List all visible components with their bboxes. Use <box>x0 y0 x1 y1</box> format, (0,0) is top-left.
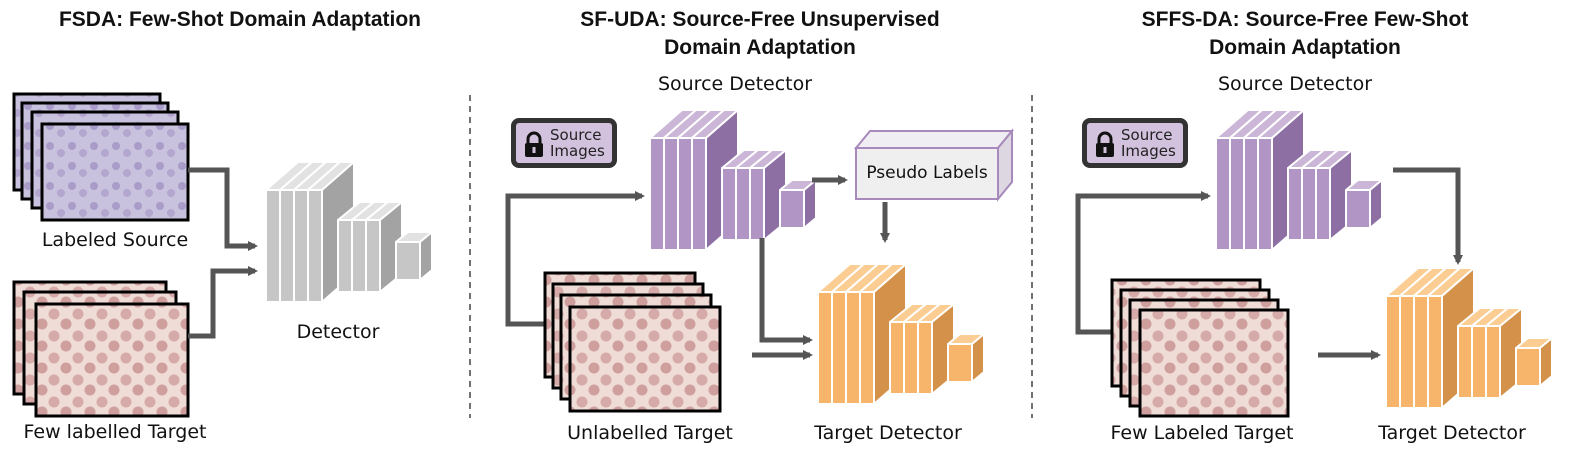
slab-front <box>1485 325 1501 399</box>
slab-front <box>649 137 665 251</box>
title-line: Domain Adaptation <box>664 36 856 59</box>
source-detector-label: Source Detector <box>1217 73 1373 95</box>
slab-front <box>903 321 919 395</box>
title-line: FSDA: Few-Shot Domain Adaptation <box>58 8 422 31</box>
arrow <box>1075 191 1211 335</box>
target-detector-label: Target Detector <box>1378 422 1526 444</box>
lockbox-line: Images <box>550 142 605 160</box>
pseudo-labels-box <box>853 128 1015 202</box>
slab-side <box>1539 337 1553 387</box>
panel-fsda-title: FSDA: Few-Shot Domain Adaptation <box>20 6 460 34</box>
slab-front <box>1257 137 1273 251</box>
slab-front <box>735 167 751 241</box>
slab-front <box>859 291 875 405</box>
target-detector-network-icon <box>1385 267 1553 409</box>
title-line: Domain Adaptation <box>1209 36 1401 59</box>
slab-side <box>971 333 985 383</box>
slab-front <box>1287 167 1303 241</box>
slab-front <box>1471 325 1487 399</box>
slab-front <box>845 291 861 405</box>
target-detector-network-icon <box>817 263 985 405</box>
arrow <box>188 167 258 251</box>
few-labelled-target-label: Few labelled Target <box>23 421 207 443</box>
few-labeled-target-image-stack <box>1110 278 1290 418</box>
slab-front <box>721 167 737 241</box>
slab-front <box>749 167 765 241</box>
lockbox-text: Source Images <box>550 127 605 159</box>
source-images-locked-box: Source Images <box>1082 118 1188 168</box>
slab-front <box>293 189 309 303</box>
slab-front <box>1229 137 1245 251</box>
arrow <box>188 266 258 339</box>
panel-sffsda-title: SFFS-DA: Source-Free Few-Shot Domain Ada… <box>1080 6 1530 62</box>
slab-front <box>1215 137 1231 251</box>
arrow <box>759 238 813 345</box>
slab-front <box>1345 189 1371 229</box>
slab-side <box>1369 179 1383 229</box>
slab-front <box>917 321 933 395</box>
labeled-source-label: Labeled Source <box>41 229 189 251</box>
slab-front <box>663 137 679 251</box>
panel-sfuda-title: SF-UDA: Source-Free Unsupervised Domain … <box>520 6 1000 62</box>
lockbox-line: Source <box>550 126 602 144</box>
unlabelled-target-label: Unlabelled Target <box>567 422 733 444</box>
lockbox-text: Source Images <box>1121 127 1176 159</box>
slab-front <box>817 291 833 405</box>
detector-label: Detector <box>296 321 380 343</box>
slab-side <box>419 231 433 281</box>
labeled-source-image-stack <box>12 92 190 222</box>
slab-front <box>947 343 973 383</box>
slab-front <box>1399 295 1415 409</box>
source-detector-network-icon <box>1215 109 1383 251</box>
source-detector-network-icon <box>649 109 817 251</box>
slab-front <box>1243 137 1259 251</box>
slab-front <box>1515 347 1541 387</box>
lock-icon <box>525 131 543 157</box>
source-detector-label: Source Detector <box>657 73 813 95</box>
title-line: SFFS-DA: Source-Free Few-Shot <box>1141 8 1469 31</box>
target-detector-label: Target Detector <box>814 422 962 444</box>
source-images-locked-box: Source Images <box>511 118 617 168</box>
slab-front <box>831 291 847 405</box>
slab-front <box>351 219 367 293</box>
slab-front <box>691 137 707 251</box>
slab-front <box>779 189 805 229</box>
unlabelled-target-image-stack <box>543 271 722 413</box>
slab-front <box>1457 325 1473 399</box>
slab-front <box>307 189 323 303</box>
detector-network-icon <box>265 161 433 303</box>
slab-front <box>1315 167 1331 241</box>
few-labeled-target-label: Few Labeled Target <box>1110 422 1294 444</box>
slab-front <box>265 189 281 303</box>
slab-front <box>279 189 295 303</box>
slab-front <box>1301 167 1317 241</box>
slab-front <box>1413 295 1429 409</box>
pseudo-labels-label: Pseudo Labels <box>866 163 988 183</box>
arrow <box>505 191 645 327</box>
title-line: SF-UDA: Source-Free Unsupervised <box>580 8 940 31</box>
slab-front <box>1427 295 1443 409</box>
lockbox-line: Images <box>1121 142 1176 160</box>
slab-front <box>337 219 353 293</box>
slab-side <box>803 179 817 229</box>
slab-front <box>677 137 693 251</box>
slab-front <box>1385 295 1401 409</box>
lockbox-line: Source <box>1121 126 1173 144</box>
lock-icon <box>1096 131 1114 157</box>
slab-front <box>395 241 421 281</box>
slab-front <box>365 219 381 293</box>
source-images-connector <box>505 191 645 327</box>
slab-front <box>889 321 905 395</box>
few-labelled-target-image-stack <box>12 280 190 418</box>
arrow <box>1393 167 1463 265</box>
